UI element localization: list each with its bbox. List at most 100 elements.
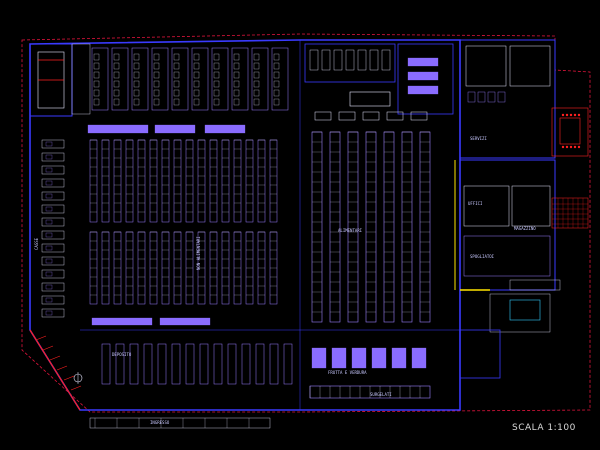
- storage-slot: [273, 89, 280, 97]
- bottom-shelf: [157, 343, 167, 385]
- bottom-shelf: [101, 343, 111, 385]
- storage-slot: [273, 62, 280, 70]
- storage-slot: [133, 89, 140, 97]
- storage-slot: [113, 62, 120, 70]
- offices-label: UFFICI: [468, 201, 483, 206]
- checkout-register: [45, 297, 53, 303]
- bottom-shelf: [269, 343, 279, 385]
- storage-bay: [131, 47, 149, 111]
- storage-slot: [193, 98, 200, 106]
- storage-slot: [113, 80, 120, 88]
- storage-slot: [233, 80, 240, 88]
- storage-slot: [93, 80, 100, 88]
- chair: [561, 113, 565, 117]
- gondola-shelf: [149, 139, 158, 223]
- checkout-register: [45, 219, 53, 225]
- storage-label: MAGAZZINO: [514, 226, 536, 231]
- checkout-counter: [41, 191, 65, 201]
- gondola-shelf: [245, 139, 254, 223]
- storage-slot: [253, 71, 260, 79]
- outer-boundary: [21, 33, 591, 413]
- service-block: [459, 39, 556, 159]
- locker: [487, 91, 496, 103]
- storage-slot: [93, 71, 100, 79]
- endcap: [314, 111, 332, 121]
- gondola-shelf: [209, 139, 218, 223]
- storage-slot: [113, 98, 120, 106]
- changing-room: [463, 235, 551, 277]
- cold-room: [304, 43, 396, 83]
- storage-slot: [213, 62, 220, 70]
- chair: [565, 145, 569, 149]
- gondola-shelf: [125, 139, 134, 223]
- produce-bin: [371, 347, 387, 369]
- checkout-register: [45, 154, 53, 160]
- checkout-counter: [41, 217, 65, 227]
- storage-slot: [173, 80, 180, 88]
- checkout-counter: [41, 204, 65, 214]
- endcap: [338, 111, 356, 121]
- locker: [467, 91, 476, 103]
- storage-slot: [133, 80, 140, 88]
- storage-slot: [213, 89, 220, 97]
- cold-rack: [357, 49, 367, 71]
- grocery-shelf: [383, 131, 395, 323]
- checkout-zone-label: CASSE: [34, 237, 39, 250]
- bottom-shelf: [283, 343, 293, 385]
- grocery-shelf: [311, 131, 323, 323]
- bottom-shelf: [255, 343, 265, 385]
- checkout-counter: [41, 139, 65, 149]
- bottom-shelf: [213, 343, 223, 385]
- storage-slot: [153, 98, 160, 106]
- storage-slot: [173, 62, 180, 70]
- storage-slot: [93, 89, 100, 97]
- storage-slot: [153, 71, 160, 79]
- bottom-shelf: [227, 343, 237, 385]
- service-room: [465, 45, 507, 87]
- ramp-hatch: [49, 355, 61, 361]
- endcap: [410, 111, 428, 121]
- utility-corridor: [71, 43, 91, 115]
- storage-slot: [173, 71, 180, 79]
- storage-slot: [93, 62, 100, 70]
- locker: [477, 91, 486, 103]
- storage-slot: [233, 53, 240, 61]
- endcap: [362, 111, 380, 121]
- checkout-counter: [41, 308, 65, 318]
- checkout-register: [45, 232, 53, 238]
- gondola-shelf: [161, 139, 170, 223]
- chair: [565, 113, 569, 117]
- storage-slot: [273, 53, 280, 61]
- storage-bay: [271, 47, 289, 111]
- ramp-hatch: [42, 345, 54, 351]
- storage-slot: [233, 62, 240, 70]
- storage-slot: [133, 62, 140, 70]
- storage-slot: [193, 71, 200, 79]
- external-shed: [509, 279, 561, 291]
- bottom-shelf: [129, 343, 139, 385]
- storage-slot: [253, 98, 260, 106]
- checkout-register: [45, 284, 53, 290]
- storage-slot: [213, 71, 220, 79]
- prep-counter: [407, 71, 439, 81]
- storage-slot: [193, 53, 200, 61]
- cold-rack: [321, 49, 331, 71]
- storage-slot: [193, 89, 200, 97]
- gondola-shelf: [137, 139, 146, 223]
- loading-dock: [489, 293, 551, 333]
- checkout-register: [45, 206, 53, 212]
- bottom-shelf: [241, 343, 251, 385]
- bottom-shelf: [199, 343, 209, 385]
- checkout-counter: [41, 178, 65, 188]
- locker: [497, 91, 506, 103]
- checkout-counter: [41, 269, 65, 279]
- checkout-register: [45, 258, 53, 264]
- ramp-hatch: [35, 335, 47, 341]
- storage-slot: [253, 89, 260, 97]
- preparation-room: [397, 43, 454, 115]
- storage-slot: [273, 98, 280, 106]
- storage-slot: [213, 98, 220, 106]
- cold-rack: [369, 49, 379, 71]
